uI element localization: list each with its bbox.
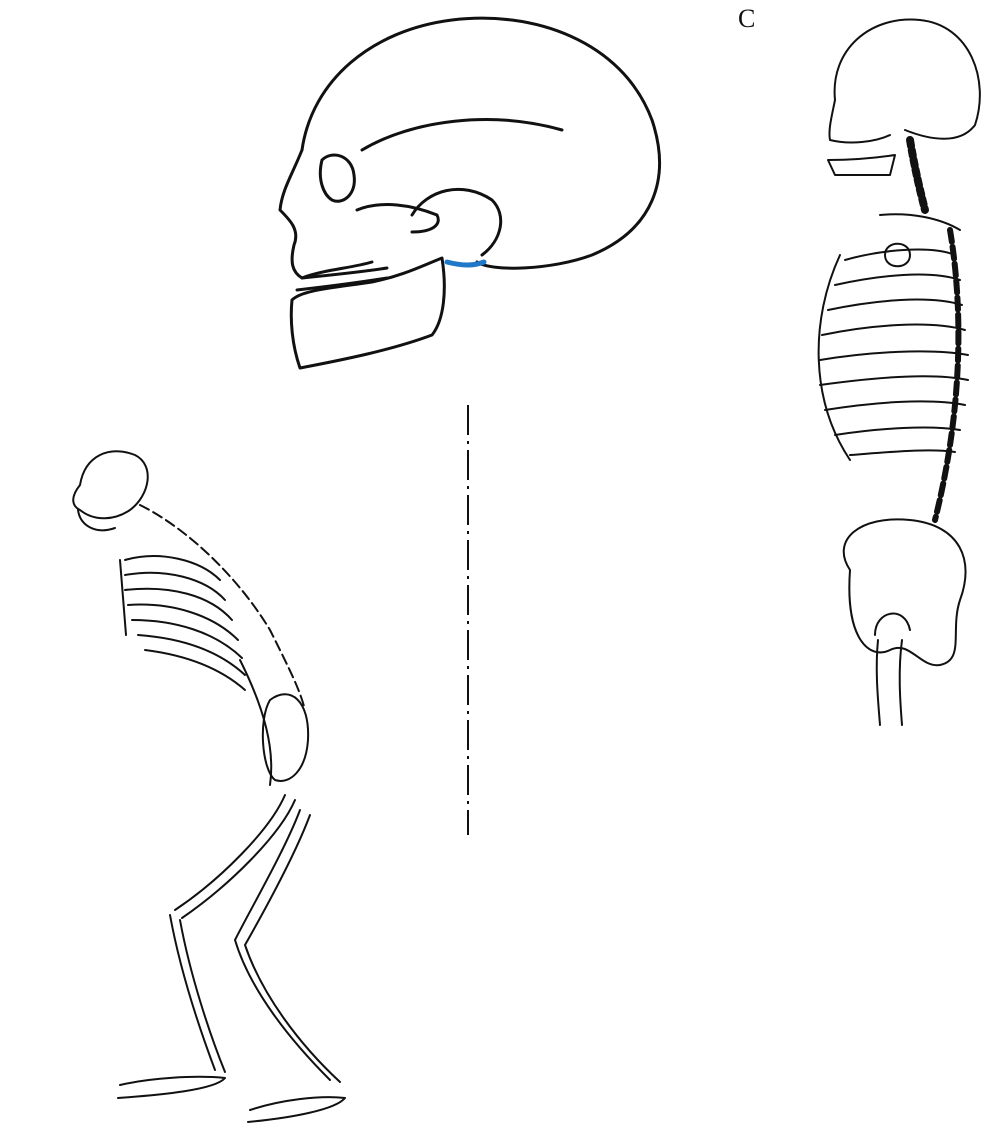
zygomatic-arch bbox=[357, 205, 438, 232]
humerus-head bbox=[885, 244, 910, 267]
pelvis bbox=[263, 694, 308, 781]
stooped-skeleton-panel bbox=[0, 410, 420, 1138]
ribcage bbox=[120, 556, 245, 690]
face-outline bbox=[280, 150, 372, 278]
foramen-magnum-highlight bbox=[447, 262, 484, 265]
stooped-skeleton-drawing bbox=[0, 410, 420, 1138]
spine bbox=[140, 505, 305, 710]
back-leg bbox=[235, 810, 330, 1080]
hip-joint bbox=[875, 614, 910, 635]
tibia-front bbox=[170, 915, 215, 1070]
skull bbox=[835, 20, 980, 139]
foot-back bbox=[248, 1097, 345, 1122]
femur bbox=[175, 795, 285, 910]
temporal-line bbox=[362, 120, 562, 150]
pelvis bbox=[844, 519, 966, 665]
panel-label-c: C bbox=[738, 4, 755, 34]
cervical-spine bbox=[910, 140, 925, 210]
ribcage bbox=[819, 250, 968, 460]
skull-lateral-panel bbox=[262, 0, 682, 400]
jaw bbox=[828, 155, 895, 175]
skull bbox=[73, 451, 148, 518]
vertical-dash-dot-line bbox=[460, 405, 480, 845]
upright-skeleton-panel bbox=[790, 0, 995, 740]
foot-front bbox=[118, 1077, 225, 1098]
orbit bbox=[320, 155, 354, 201]
lower-teeth bbox=[297, 278, 387, 290]
face bbox=[829, 100, 890, 142]
upright-skeleton-drawing bbox=[790, 0, 995, 740]
spine bbox=[935, 230, 958, 520]
skull-drawing bbox=[262, 0, 682, 400]
clavicle bbox=[880, 214, 960, 230]
cranium-outline bbox=[302, 18, 660, 268]
mastoid-region bbox=[412, 189, 501, 255]
